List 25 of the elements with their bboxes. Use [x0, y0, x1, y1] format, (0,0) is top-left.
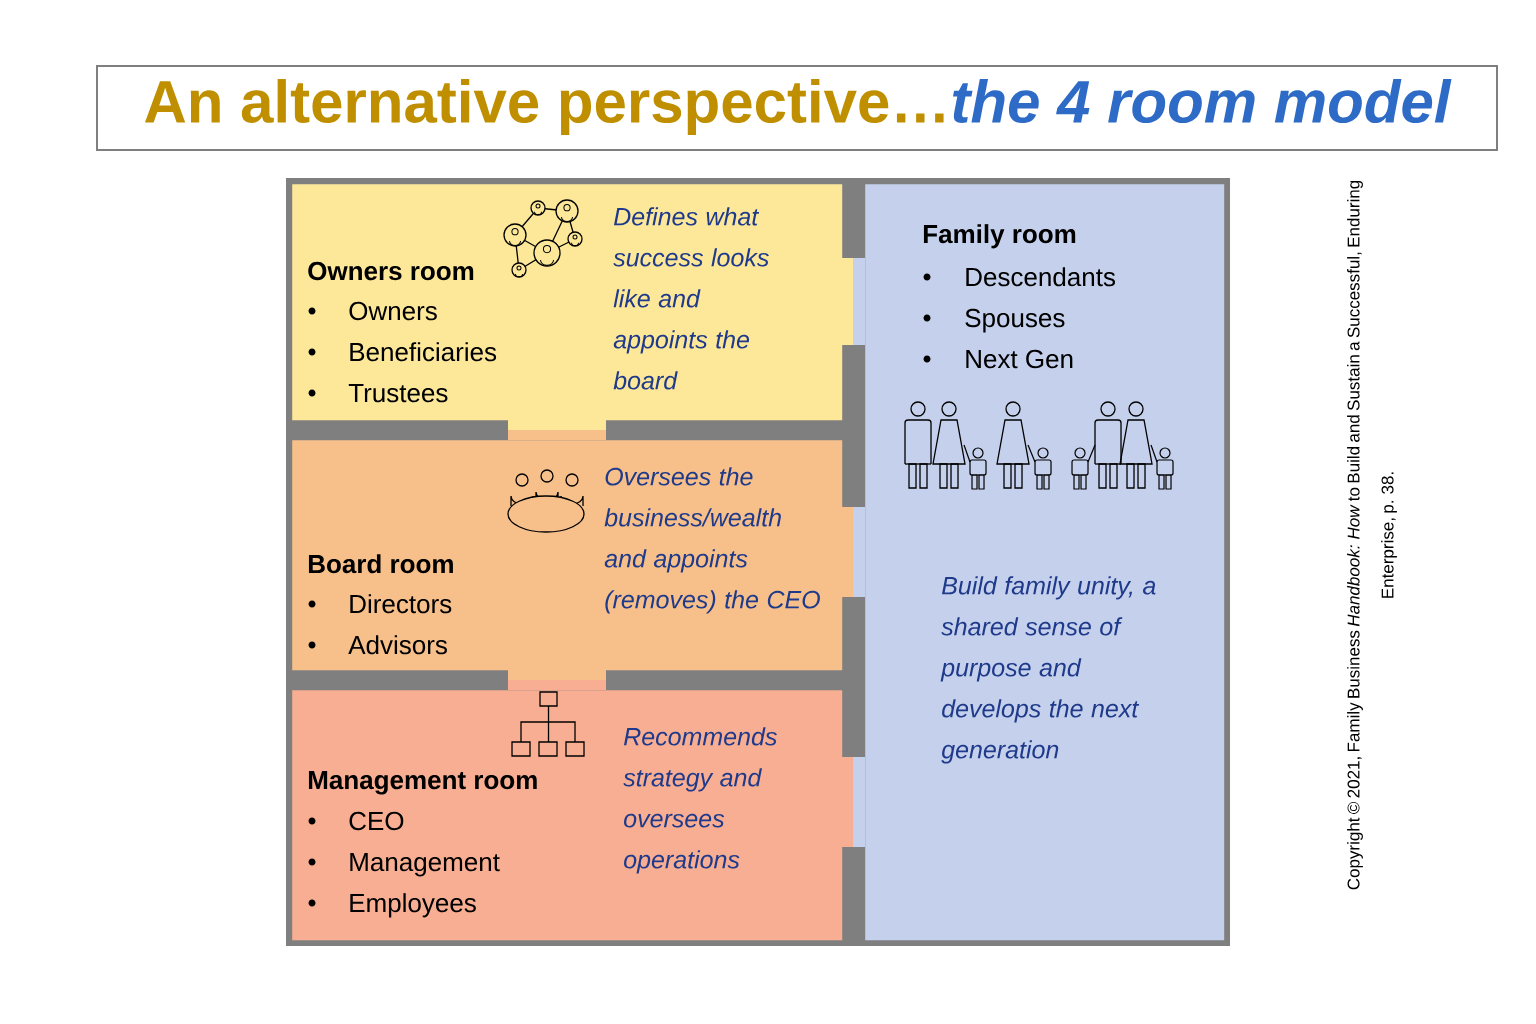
- room-description: Recommends strategy and oversees operations: [623, 727, 777, 874]
- room-heading: Family room: [923, 224, 1076, 249]
- list-item: Owners: [349, 301, 437, 321]
- room-description: Oversees the business/wealth and appoints (removes) the CEO: [604, 467, 820, 614]
- list-item: Beneficiaries: [350, 342, 497, 362]
- room-description: Build family unity, a shared sense of purpose and develops the next generation: [940, 576, 1156, 764]
- room: [865, 184, 1225, 941]
- room: [292, 690, 843, 941]
- room-description: Defines what success looks like and appoints the board: [613, 207, 769, 390]
- list-item: Directors: [350, 594, 452, 614]
- room: [292, 184, 843, 421]
- list-item: Management: [350, 853, 500, 877]
- list-item: Spouses: [965, 308, 1065, 333]
- list-item: Descendants: [966, 267, 1115, 287]
- room: [292, 440, 843, 671]
- list-item: CEO: [349, 811, 404, 831]
- room-heading: Board room: [308, 554, 453, 574]
- room-heading: Owners room: [308, 261, 474, 281]
- copyright-note: Copyright © 2021, Family Business Handbook: How to Build and Sustain a Successful, Enduring Enterprise, p. 38.: [1347, 180, 1397, 890]
- list-item: Advisors: [348, 635, 447, 655]
- title-box: An alternative perspective…the 4 room model: [96, 65, 1498, 151]
- list-item: Next Gen: [966, 349, 1073, 369]
- room-heading: Management room: [308, 771, 537, 795]
- list-item: Employees: [350, 893, 476, 918]
- list-item: Trustees: [348, 384, 448, 403]
